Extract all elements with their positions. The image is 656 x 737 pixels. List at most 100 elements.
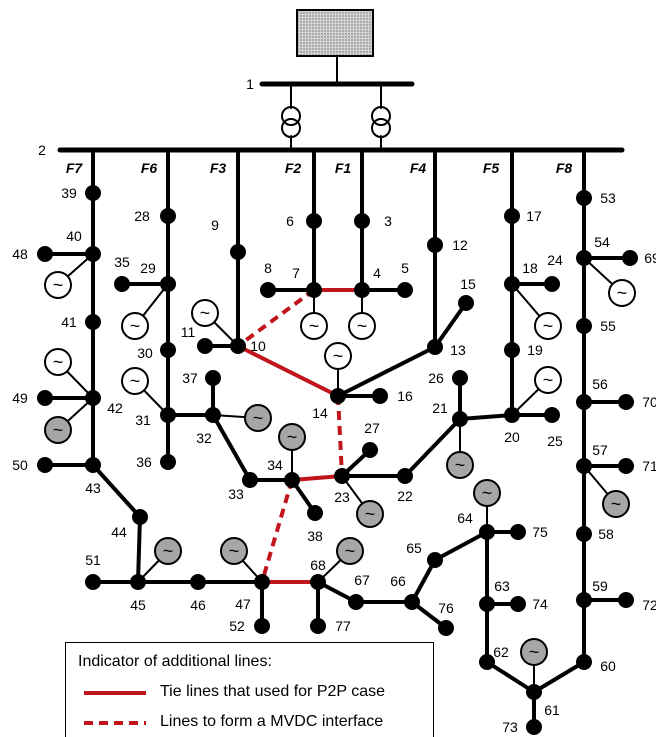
generator-symbol: ~ (130, 371, 141, 391)
bus-number-label: 65 (406, 540, 422, 556)
generator-circle (608, 279, 636, 307)
bus-number-label: 45 (130, 597, 146, 613)
bus-node (230, 338, 246, 354)
bus-number-label: 57 (592, 442, 608, 458)
generator-icon: ~ (154, 537, 182, 565)
bus-node (372, 388, 388, 404)
bus-node (190, 574, 206, 590)
bus-node (504, 208, 520, 224)
bus-node (307, 505, 323, 521)
feeder-label: F2 (285, 160, 302, 176)
generator-icon: ~ (534, 312, 562, 340)
bus-node (576, 250, 592, 266)
grid-source-box (296, 9, 374, 57)
feeder-label: F8 (556, 160, 573, 176)
generator-symbol: ~ (163, 541, 174, 561)
tie-line-label: Tie lines that used for P2P case (160, 683, 386, 700)
bus-number-label: 58 (598, 526, 614, 542)
bus-node (576, 318, 592, 334)
generator-circle (44, 271, 72, 299)
bus-number-label: 19 (527, 342, 543, 358)
feeder-label: F7 (66, 160, 84, 176)
bus-node (404, 594, 420, 610)
bus-number-label: 72 (642, 597, 656, 613)
bus-node (37, 457, 53, 473)
bus-node (576, 526, 592, 542)
generator-icon: ~ (278, 423, 306, 451)
bus-number-label: 63 (494, 578, 510, 594)
bus-node (576, 190, 592, 206)
bus-node (85, 457, 101, 473)
bus-number-label: 36 (136, 454, 152, 470)
feeder-line (336, 345, 437, 398)
generator-circle (534, 312, 562, 340)
bus-number-label: 5 (401, 260, 409, 276)
generator-circle (324, 342, 352, 370)
generator-icon: ~ (336, 537, 364, 565)
generator-icon: ~ (244, 404, 272, 432)
bus-node (334, 468, 350, 484)
generator-symbol: ~ (229, 541, 240, 561)
bus-number-label: 30 (137, 345, 153, 361)
bus-number-label: 7 (292, 265, 300, 281)
bus-node (576, 458, 592, 474)
generator-icon: ~ (44, 348, 72, 376)
bus-node (576, 394, 592, 410)
legend: Indicator of additional lines: Tie lines… (65, 642, 434, 737)
bus-number-label: 62 (493, 644, 509, 660)
generator-icon: ~ (121, 367, 149, 395)
generator-circle (348, 312, 376, 340)
generator-circle (602, 490, 630, 518)
bus-node (362, 442, 378, 458)
bus-number-label: 24 (547, 252, 563, 268)
generator-circle (278, 423, 306, 451)
bus-number-label: 77 (335, 618, 351, 634)
bus-number-label: 52 (229, 618, 245, 634)
feeder-label: F1 (335, 160, 352, 176)
bus-nodes (37, 9, 638, 735)
generator-icon: ~ (534, 366, 562, 394)
bus-node (576, 654, 592, 670)
bus-number-label: 76 (438, 600, 454, 616)
bus-node (618, 394, 634, 410)
generator-symbol: ~ (309, 316, 320, 336)
bus-number-label: 4 (373, 265, 381, 281)
bus-number-label: 74 (532, 596, 548, 612)
bus-number-label: 6 (286, 213, 294, 229)
bus-number-label: 1 (246, 76, 254, 92)
bus-node (479, 596, 495, 612)
generator-circle (356, 500, 384, 528)
bus-number-label: 53 (600, 190, 616, 206)
generator-icon: ~ (324, 342, 352, 370)
bus-node (114, 276, 130, 292)
generator-symbol: ~ (543, 370, 554, 390)
transformer-winding-icon (281, 106, 301, 126)
bus-node (306, 213, 322, 229)
bus-number-label: 11 (181, 324, 196, 340)
bus-node (544, 276, 560, 292)
bus-node (330, 388, 346, 404)
generator-symbol: ~ (529, 642, 540, 662)
bus-number-label: 51 (85, 552, 101, 568)
feeder-line (136, 515, 142, 584)
bus-number-label: 61 (544, 702, 560, 718)
bus-number-label: 54 (594, 234, 610, 250)
generator-symbol: ~ (365, 504, 376, 524)
bus-number-label: 39 (61, 185, 77, 201)
generator-circle (121, 367, 149, 395)
mvdc-line-34-47 (260, 479, 294, 583)
generator-symbol: ~ (287, 427, 298, 447)
generator-symbol: ~ (130, 316, 141, 336)
generator-symbol: ~ (482, 483, 493, 503)
bus-number-label: 67 (354, 572, 370, 588)
bus-node (85, 314, 101, 330)
feeder-line (485, 660, 536, 694)
generator-icon: ~ (121, 312, 149, 340)
bus-number-label: 31 (135, 412, 151, 428)
bus-node (205, 407, 221, 423)
bus-number-label: 42 (107, 400, 123, 416)
bus-number-label: 44 (111, 524, 127, 540)
bus-number-label: 32 (196, 430, 212, 446)
